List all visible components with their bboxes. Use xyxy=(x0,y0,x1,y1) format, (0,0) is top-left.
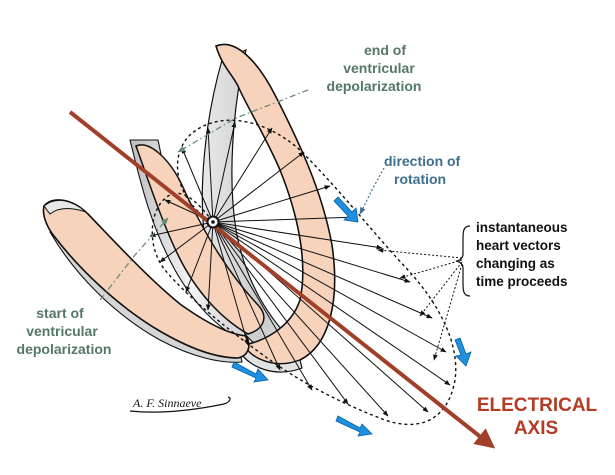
start-depol-leader xyxy=(99,217,169,301)
vector-11 xyxy=(212,221,383,250)
vectors-label-line3: changing as xyxy=(476,256,555,271)
rotation-arrow-4 xyxy=(231,361,269,383)
vector-18 xyxy=(212,221,349,405)
vector-23 xyxy=(185,221,214,293)
start-depol-label-line2: ventricular xyxy=(26,323,98,339)
start-depol-label-line1: start of xyxy=(36,305,84,321)
signature-underline xyxy=(129,396,231,413)
artist-signature: A. F. Sinnaeve xyxy=(129,396,231,413)
signature-text: A. F. Sinnaeve xyxy=(132,396,202,410)
vector-13 xyxy=(212,221,433,319)
right-wall-rim xyxy=(239,343,303,373)
vector-20 xyxy=(212,221,281,371)
electrical-axis-arrow xyxy=(68,110,496,449)
vector-origin-dot xyxy=(211,220,215,224)
vector-12 xyxy=(212,221,411,283)
end-depol-label-line3: depolarization xyxy=(327,78,422,94)
vector-8 xyxy=(212,151,305,223)
vector-2 xyxy=(149,221,214,238)
vector-loop xyxy=(151,119,457,426)
vector-9 xyxy=(212,185,331,223)
rotation-arrow-3 xyxy=(335,415,373,437)
vectors-label-line4: time proceeds xyxy=(476,274,568,289)
rotation-arrows xyxy=(231,196,472,437)
vector-21 xyxy=(212,221,249,346)
rotation-leader xyxy=(359,167,385,215)
vectors-label-line2: heart vectors xyxy=(476,238,561,253)
heart-cross-section xyxy=(42,43,336,373)
leader-d xyxy=(433,263,463,361)
vectors-brace xyxy=(455,225,471,297)
vector-5 xyxy=(205,127,214,223)
vector-17 xyxy=(212,221,389,417)
vector-14 xyxy=(212,221,447,353)
vector-6 xyxy=(212,121,237,223)
vector-7 xyxy=(212,127,273,223)
rotation-arrow-1 xyxy=(333,196,359,223)
end-depol-label-line1: end of xyxy=(364,42,406,58)
axis-label-line1: ELECTRICAL xyxy=(477,395,598,416)
vector-15 xyxy=(212,221,451,386)
start-depol-label-line3: depolarization xyxy=(17,341,112,357)
left-ventricle-wall xyxy=(42,199,250,359)
vector-22 xyxy=(205,221,214,311)
vector-19 xyxy=(212,221,313,391)
end-depol-label-line2: ventricular xyxy=(343,60,415,76)
leader-c xyxy=(419,261,463,317)
end-depol-leader xyxy=(177,89,309,153)
rotation-label-line2: rotation xyxy=(394,171,446,187)
rotation-label-line1: direction of xyxy=(384,153,461,169)
rotation-arrow-2 xyxy=(454,337,472,367)
axis-label-line2: AXIS xyxy=(514,418,558,439)
vector-10 xyxy=(212,214,358,223)
vector-label-leaders xyxy=(377,248,463,361)
vector-4 xyxy=(181,147,214,223)
vectors-label-line1: instantaneous xyxy=(476,220,568,235)
left-wall-top-lip xyxy=(43,199,87,215)
leader-b xyxy=(399,259,463,279)
vector-3 xyxy=(159,221,214,263)
